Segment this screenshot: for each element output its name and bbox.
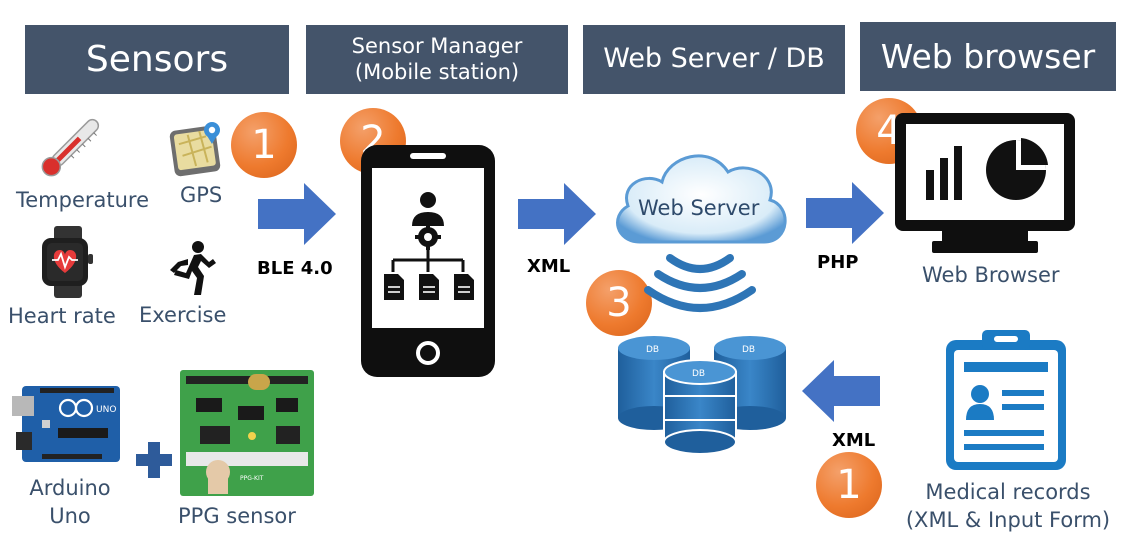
- medical-records-line1: Medical records: [925, 480, 1091, 504]
- smartwatch-heart-icon: [42, 226, 93, 298]
- plus-icon: [136, 442, 172, 478]
- wireless-signal-icon: [644, 254, 756, 312]
- arrow-right-2-icon: [518, 183, 596, 245]
- step-3-number: 3: [606, 280, 632, 326]
- arduino-label: Arduino Uno: [22, 474, 118, 531]
- database-icon: DB DB DB: [618, 336, 786, 455]
- cloud-icon: [616, 154, 787, 244]
- ble-label: BLE 4.0: [257, 258, 333, 279]
- arduino-label-line1: Arduino: [29, 476, 111, 500]
- ppg-sensor-label: PPG sensor: [178, 504, 296, 528]
- monitor-chart-icon: [895, 113, 1075, 253]
- web-browser-label: Web Browser: [922, 263, 1060, 287]
- header-sensors-text: Sensors: [85, 38, 229, 80]
- ppg-board-icon: PPG-KIT: [180, 370, 314, 496]
- xml-bottom-label: XML: [832, 430, 876, 451]
- step-1-bottom-badge: 1: [816, 452, 882, 518]
- arrow-right-3-icon: [806, 182, 884, 244]
- arrow-left-icon: [802, 360, 880, 422]
- clipboard-profile-icon: [946, 330, 1066, 470]
- gps-label: GPS: [180, 183, 223, 207]
- header-sensor-manager-line1: Sensor Manager: [351, 34, 523, 59]
- arrow-right-1-icon: [258, 183, 336, 245]
- xml-top-label: XML: [527, 256, 571, 277]
- db-label-3: DB: [692, 369, 705, 379]
- arduino-label-line2: Uno: [49, 504, 91, 529]
- step-1-bottom-number: 1: [836, 462, 862, 508]
- step-1-number: 1: [251, 122, 277, 168]
- db-label-2: DB: [742, 345, 755, 355]
- php-label: PHP: [817, 252, 859, 273]
- step-3-badge: 3: [586, 270, 652, 336]
- mobile-phone-icon: [361, 145, 495, 377]
- arduino-board-icon: UNO: [12, 386, 120, 462]
- step-1-badge: 1: [231, 112, 297, 178]
- temperature-label: Temperature: [16, 188, 150, 212]
- header-sensor-manager: Sensor Manager (Mobile station): [306, 25, 568, 94]
- thermometer-icon: [41, 118, 100, 177]
- svg-text:UNO: UNO: [96, 405, 116, 415]
- medical-records-line2: (XML & Input Form): [905, 508, 1111, 533]
- header-web-server-db-text: Web Server / DB: [603, 43, 825, 75]
- heart-rate-label: Heart rate: [8, 304, 116, 328]
- header-web-browser: Web browser: [860, 22, 1116, 91]
- db-label-1: DB: [646, 345, 659, 355]
- exercise-label: Exercise: [139, 303, 227, 327]
- runner-icon: [170, 241, 216, 295]
- header-sensors: Sensors: [25, 25, 289, 94]
- header-web-server-db: Web Server / DB: [583, 25, 845, 94]
- header-web-browser-text: Web browser: [880, 36, 1096, 76]
- svg-text:PPG-KIT: PPG-KIT: [240, 475, 264, 482]
- header-sensor-manager-line2: (Mobile station): [354, 59, 520, 84]
- gps-map-icon: [169, 122, 221, 177]
- medical-records-label: Medical records (XML & Input Form): [892, 478, 1124, 535]
- web-server-label: Web Server: [638, 196, 760, 220]
